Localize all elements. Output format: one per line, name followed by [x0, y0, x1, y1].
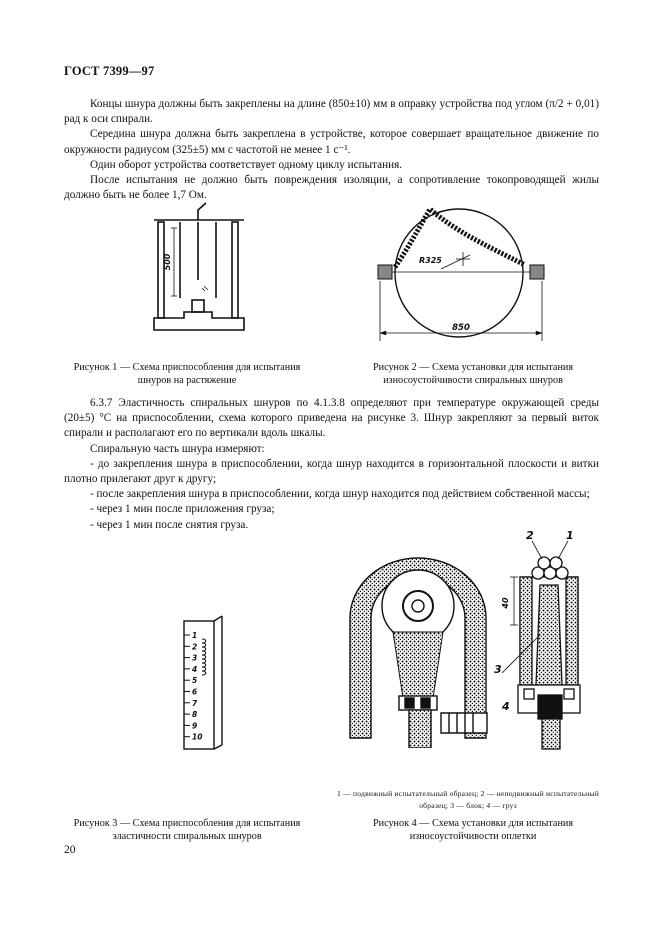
- scale-tick-label: 9: [192, 721, 197, 730]
- paragraph: Спиральную часть шнура измеряют:: [90, 442, 265, 455]
- text-block-2: 6.3.7 Эластичность спиральных шнуров по …: [64, 396, 599, 533]
- scale-tick-label: 6: [192, 688, 197, 697]
- figure-3-caption: Рисунок 3 — Схема приспособления для исп…: [73, 818, 301, 842]
- figure-1-caption: Рисунок 1 — Схема приспособления для исп…: [73, 362, 301, 386]
- figure-4-legend: 1 — подвижный испытательный образец; 2 —…: [337, 789, 599, 810]
- figure-3-scale: 1 2 3 4 5 6 7 8 9 10: [184, 631, 202, 742]
- paragraph: - до закрепления шнура в приспособлении,…: [64, 457, 599, 486]
- figure-2-drawing: R325 850: [377, 205, 545, 341]
- figure-4-caption: Рисунок 4 — Схема установки для испытани…: [372, 818, 574, 842]
- scale-tick-label: 4: [192, 665, 197, 674]
- figure-2-width-label: 850: [452, 323, 470, 333]
- figure-4-label-4-marker: 4: [501, 700, 510, 713]
- figure-2-caption: Рисунок 2 — Схема установки для испытани…: [372, 362, 574, 386]
- paragraph: Концы шнура должны быть закреплены на дл…: [64, 98, 599, 126]
- text-block-1: Концы шнура должны быть закреплены на дл…: [64, 97, 599, 203]
- paragraph: Середина шнура должна быть закреплена в …: [64, 128, 599, 156]
- paragraph: Один оборот устройства соответствует одн…: [90, 158, 403, 171]
- page-number: 20: [64, 844, 76, 856]
- document-code: ГОСТ 7399—97: [64, 64, 155, 78]
- figure-4-label-3: 3: [494, 663, 502, 676]
- scale-tick-label: 1: [192, 631, 197, 640]
- scale-tick-label: 8: [192, 710, 197, 719]
- figure-4-dimension: 40: [501, 597, 510, 610]
- figure-4-left-drawing: [349, 557, 488, 748]
- figure-4-label-4: 4: [501, 700, 510, 713]
- paragraph: - после закрепления шнура в приспособлен…: [90, 488, 590, 501]
- scale-tick-label: 10: [192, 733, 202, 742]
- scale-tick-label: 2: [192, 642, 197, 651]
- scale-tick-label: 3: [192, 654, 197, 663]
- figure-1-dimension: 500: [163, 253, 172, 270]
- figure-4-label-2: 2: [526, 529, 534, 542]
- figure-3-drawing: 1 2 3 4 5 6 7 8 9 10: [183, 615, 223, 750]
- scale-tick-label: 7: [192, 699, 198, 708]
- figure-1-drawing: 500: [153, 202, 245, 331]
- paragraph: - через 1 мин после приложения груза;: [90, 503, 275, 516]
- figure-2-radius-label: R325: [419, 256, 442, 265]
- figure-4-label-1: 1: [566, 529, 574, 542]
- paragraph: 6.3.7 Эластичность спиральных шнуров по …: [64, 397, 599, 440]
- figure-4-right-drawing: 2 1 40 3: [494, 529, 581, 750]
- paragraph: - через 1 мин после снятия груза.: [90, 518, 249, 531]
- paragraph: После испытания не должно быть поврежден…: [64, 174, 599, 202]
- scale-tick-label: 5: [192, 676, 197, 685]
